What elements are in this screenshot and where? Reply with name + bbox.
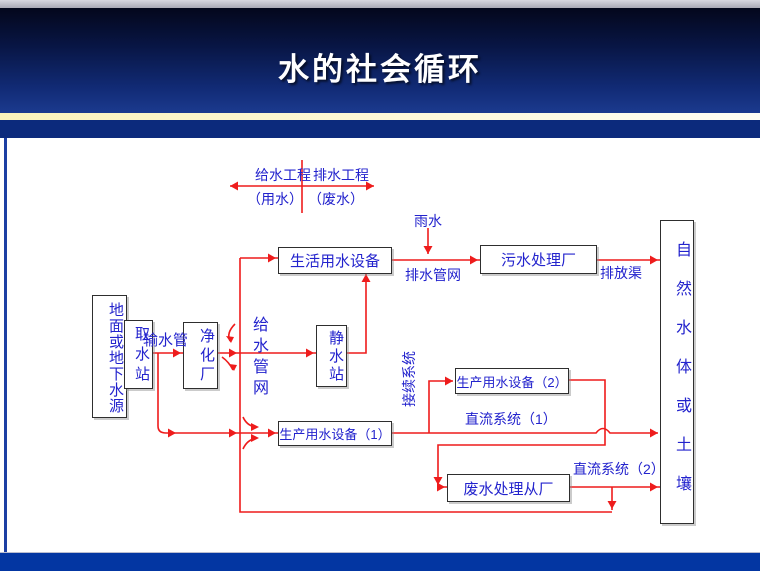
rain-label: 雨水 <box>414 213 442 229</box>
window-top-bar <box>0 0 760 8</box>
purify-box: 净化厂 <box>183 322 218 389</box>
sewage-plant-box: 污水处理厂 <box>480 245 597 274</box>
trans-pipe-label: 输水管 <box>143 332 189 349</box>
legend-supply-sub-label: （用水） <box>247 191 303 207</box>
prod-water-1-box: 生产用水设备（1） <box>278 421 392 446</box>
slide-footer-strip <box>0 552 760 571</box>
outfall-label: 排放渠 <box>600 265 642 281</box>
legend-drain-label: 排水工程 <box>313 167 369 183</box>
slide-title: 水的社会循环 <box>278 52 482 87</box>
header-navy-band <box>0 120 760 138</box>
domestic-water-box: 生活用水设备 <box>278 247 392 274</box>
still-station-box: 静水站 <box>316 325 347 387</box>
waste-treatment-box: 废水处理从厂 <box>447 474 570 502</box>
drain-net-label: 排水管网 <box>405 267 461 283</box>
legend-supply-label: 给水工程 <box>255 167 311 183</box>
supply-net-label: 给水管网 <box>250 316 267 400</box>
once-through-1-label: 直流系统（1） <box>465 411 557 427</box>
source-box: 地面或地下水源 <box>92 295 127 418</box>
prod-water-2-box: 生产用水设备（2） <box>455 368 569 394</box>
header-accent-line <box>0 113 760 120</box>
once-through-2-label: 直流系统（2） <box>573 461 665 477</box>
reuse-system-label: 接续系统 <box>401 351 417 407</box>
legend-drain-sub-label: （废水） <box>308 191 364 207</box>
nature-body-box: 自然水体或土壤 <box>660 220 694 524</box>
intake-box: 取水站 <box>124 320 153 389</box>
slide-header: 水的社会循环 <box>0 8 760 113</box>
